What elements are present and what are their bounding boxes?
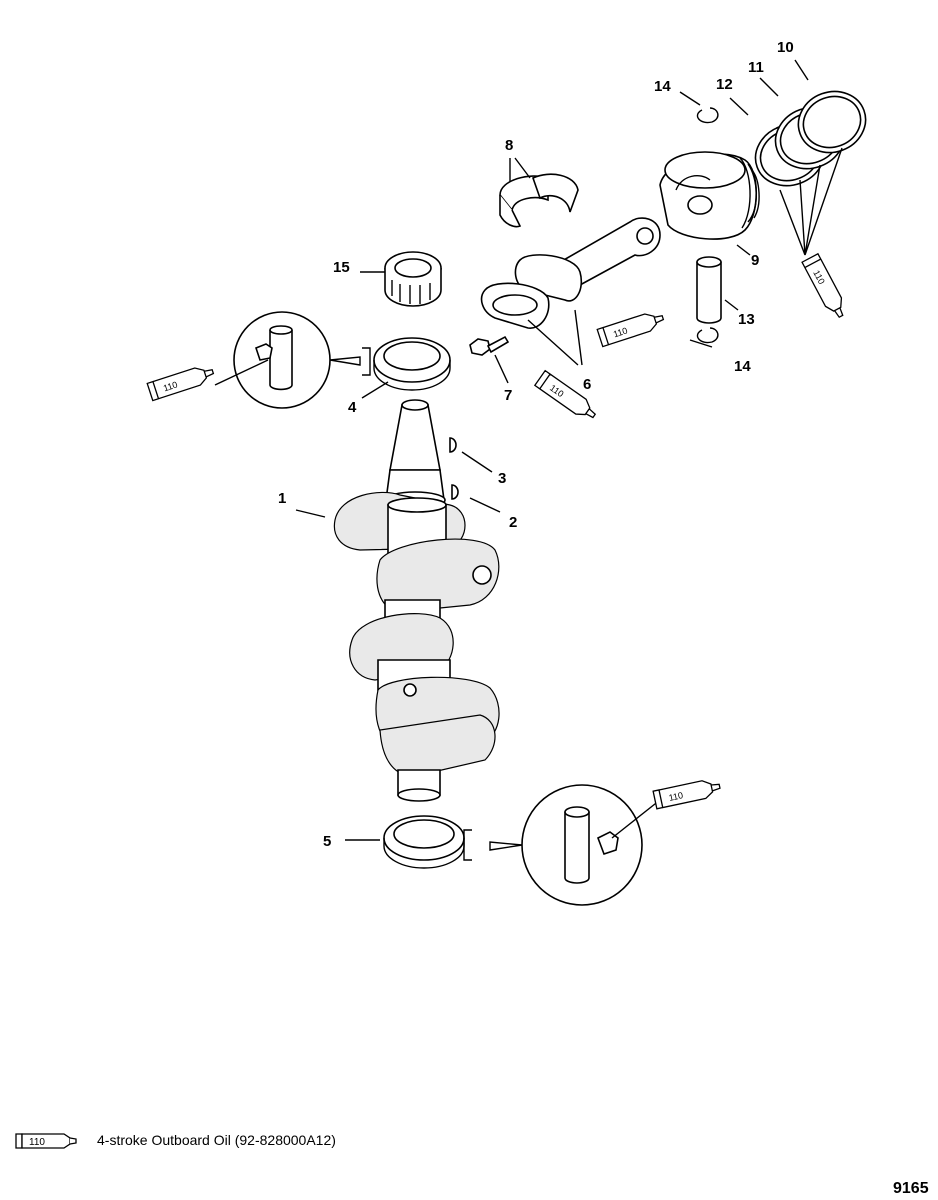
piston-rings bbox=[754, 90, 867, 187]
connecting-rod bbox=[480, 217, 661, 329]
callout-14-bottom: 14 bbox=[734, 358, 751, 375]
legend-text: 4-stroke Outboard Oil (92-828000A12) bbox=[97, 1132, 336, 1148]
oil-tube-seal-top: 110 bbox=[146, 367, 215, 402]
callout-3: 3 bbox=[498, 470, 506, 487]
legend-tube-code: 110 bbox=[29, 1137, 45, 1148]
ball-bearing bbox=[384, 251, 442, 307]
callout-15: 15 bbox=[333, 259, 350, 276]
detail-view-bottom bbox=[463, 784, 661, 906]
callout-9: 9 bbox=[751, 252, 759, 269]
piston-pin bbox=[696, 256, 722, 324]
oil-tube-code: 110 bbox=[162, 379, 179, 393]
oil-tube-seal-bottom: 110 bbox=[652, 780, 721, 810]
oil-tube-legend-icon: 110 bbox=[15, 1133, 77, 1149]
callout-13: 13 bbox=[738, 311, 755, 328]
callout-8: 8 bbox=[505, 137, 513, 154]
oil-tube-code: 110 bbox=[668, 790, 684, 803]
callout-14-top: 14 bbox=[654, 78, 671, 95]
piston bbox=[659, 151, 760, 240]
callout-10: 10 bbox=[777, 39, 794, 56]
oil-tube-icons: 110 110 110 110 110 bbox=[146, 252, 844, 810]
rod-bearing-halves bbox=[499, 173, 579, 228]
oil-seal-top bbox=[373, 337, 451, 391]
detail-view-top bbox=[214, 311, 371, 409]
rod-bolt bbox=[469, 335, 510, 356]
callout-5: 5 bbox=[323, 833, 331, 850]
oil-tube-rod-bolt: 110 bbox=[533, 369, 597, 419]
oil-seal-bottom bbox=[383, 815, 465, 869]
callout-2: 2 bbox=[509, 514, 517, 531]
piston-pin-clip-top bbox=[696, 107, 719, 124]
callout-6: 6 bbox=[583, 376, 591, 393]
piston-pin-clip-bottom bbox=[696, 327, 719, 344]
oil-tube-piston-pin: 110 bbox=[596, 313, 665, 348]
callout-12: 12 bbox=[716, 76, 733, 93]
figure-number: 9165 bbox=[893, 1180, 929, 1197]
callout-11: 11 bbox=[748, 59, 764, 76]
oil-tube-rings: 110 bbox=[801, 252, 844, 319]
callout-7: 7 bbox=[504, 387, 512, 404]
key-3 bbox=[449, 437, 457, 453]
oil-tube-code: 110 bbox=[612, 325, 629, 339]
callout-4: 4 bbox=[348, 399, 357, 416]
crankshaft bbox=[333, 399, 500, 802]
key-2 bbox=[451, 484, 459, 500]
leader-lines bbox=[295, 59, 843, 841]
callout-1: 1 bbox=[278, 490, 286, 507]
